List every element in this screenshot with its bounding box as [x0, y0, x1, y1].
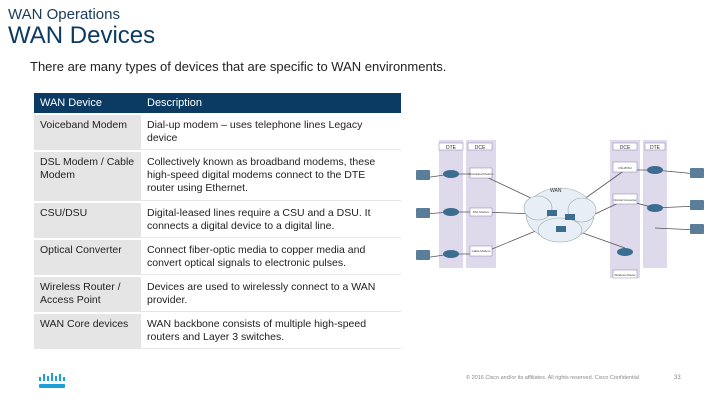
description-cell: Connect fiber-optic media to copper medi…: [141, 240, 401, 275]
cisco-logo: [39, 373, 65, 388]
table-header-row: WAN Device Description: [34, 93, 401, 113]
description-cell: Devices are used to wirelessly connect t…: [141, 277, 401, 312]
description-cell: Dial-up modem – uses telephone lines Leg…: [141, 115, 401, 150]
device-cell: WAN Core devices: [34, 314, 141, 349]
left-dce-label: DCE: [475, 145, 486, 151]
description-cell: WAN backbone consists of multiple high-s…: [141, 314, 401, 349]
dte-label-box: [644, 142, 666, 151]
device-cell: CSU/DSU: [34, 203, 141, 238]
right-dte-label: DTE: [650, 145, 661, 151]
left-pc-icons: [416, 170, 430, 260]
column-header-description: Description: [141, 93, 401, 113]
footer-copyright: © 2016 Cisco and/or its affiliates. All …: [466, 375, 640, 381]
right-router-icons: [617, 166, 663, 256]
right-device-label: Optical Converter: [613, 198, 636, 202]
device-cell: Wireless Router / Access Point: [34, 277, 141, 312]
device-cell: Voiceband Modem: [34, 115, 141, 150]
wan-topology-diagram: DTE DCE DCE DTE WAN Voiceband Modem DSL …: [416, 140, 704, 279]
description-cell: Digital-leased lines require a CSU and a…: [141, 203, 401, 238]
page-title: WAN Devices: [8, 22, 156, 49]
left-device-label: DSL Modem: [473, 210, 490, 214]
right-device-label: CSU/DSU: [618, 166, 632, 170]
left-router-icons: [443, 170, 459, 258]
table-row: Wireless Router / Access Point Devices a…: [34, 277, 401, 312]
right-device-icons: [612, 161, 638, 279]
table-row: Voiceband Modem Dial-up modem – uses tel…: [34, 115, 401, 150]
table-row: Optical Converter Connect fiber-optic me…: [34, 240, 401, 275]
table-row: DSL Modem / Cable Modem Collectively kno…: [34, 152, 401, 201]
device-cell: Optical Converter: [34, 240, 141, 275]
table-row: WAN Core devices WAN backbone consists o…: [34, 314, 401, 349]
column-header-device: WAN Device: [34, 93, 141, 113]
intro-text: There are many types of devices that are…: [30, 59, 447, 74]
table-row: CSU/DSU Digital-leased lines require a C…: [34, 203, 401, 238]
section-kicker: WAN Operations: [8, 6, 120, 23]
description-cell: Collectively known as broadband modems, …: [141, 152, 401, 201]
left-dte-label: DTE: [446, 145, 457, 151]
right-pc-icons: [690, 168, 704, 234]
wan-devices-table: WAN Device Description Voiceband Modem D…: [34, 91, 401, 351]
wan-cloud: [523, 187, 597, 243]
right-dce-label: DCE: [620, 145, 631, 151]
page-number: 33: [674, 375, 681, 381]
left-device-label: Voiceband Modem: [469, 172, 494, 176]
right-device-label: Wireless Router: [614, 273, 635, 277]
left-dte-column: [439, 140, 463, 268]
wan-label: WAN: [550, 188, 562, 194]
device-cell: DSL Modem / Cable Modem: [34, 152, 141, 201]
dce-label-box: [467, 142, 493, 151]
left-modem-icons: [469, 167, 493, 257]
dce-label-box: [612, 142, 638, 151]
dte-label-box: [438, 142, 464, 151]
left-device-label: Cable Modem: [472, 249, 491, 253]
right-dce-column: [610, 140, 640, 278]
